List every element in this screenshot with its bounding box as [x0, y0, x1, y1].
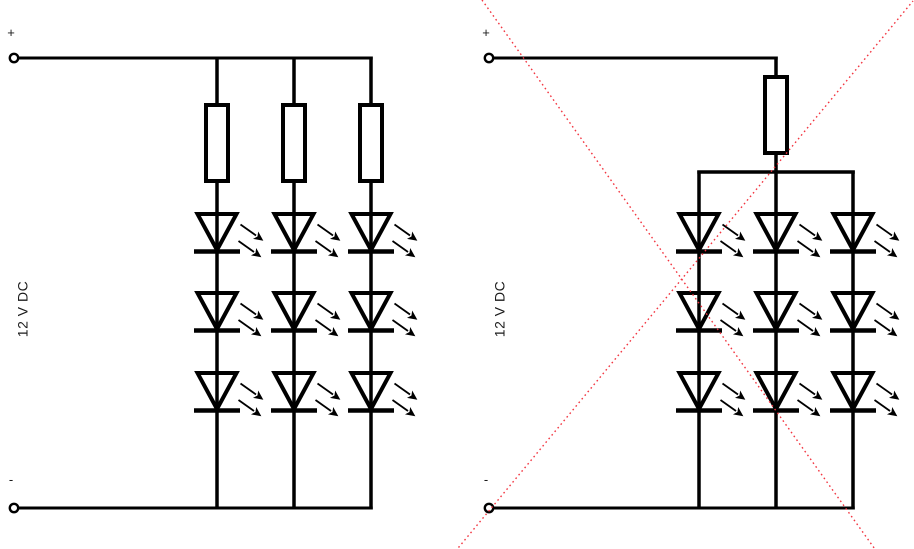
- supply-voltage-label: 12 V DC: [492, 281, 508, 337]
- led-symbol: [676, 293, 738, 331]
- positive-terminal: [8, 52, 20, 64]
- negative-terminal: [8, 502, 20, 514]
- red-cross-line: [481, 0, 876, 549]
- led-symbol: [830, 214, 892, 252]
- led-symbol: [194, 214, 256, 252]
- positive-terminal: [483, 52, 495, 64]
- negative-polarity-label: -: [9, 472, 13, 487]
- led-symbol: [753, 373, 815, 411]
- led-symbol: [348, 373, 410, 411]
- negative-terminal: [483, 502, 495, 514]
- led-symbol: [348, 293, 410, 331]
- red-cross-out: [457, 0, 914, 549]
- negative-polarity-label: -: [484, 472, 488, 487]
- led-symbol: [676, 214, 738, 252]
- led-symbol: [753, 293, 815, 331]
- led-symbol: [194, 373, 256, 411]
- positive-polarity-label: +: [7, 25, 15, 40]
- led-symbol: [194, 293, 256, 331]
- resistor-symbol: [358, 103, 384, 183]
- led-symbol: [271, 293, 333, 331]
- branch-wires: [697, 170, 855, 510]
- led-grid: [194, 214, 410, 411]
- led-symbol: [271, 214, 333, 252]
- led-grid: [676, 214, 892, 411]
- led-symbol: [830, 373, 892, 411]
- led-symbol: [271, 373, 333, 411]
- circuit-incorrect-shared-resistor: + - 12 V DC: [482, 25, 892, 514]
- led-symbol: [348, 214, 410, 252]
- red-cross-line: [457, 0, 914, 548]
- supply-voltage-label: 12 V DC: [15, 281, 31, 337]
- led-symbol: [830, 293, 892, 331]
- resistor-symbol: [204, 103, 230, 183]
- led-symbol: [753, 214, 815, 252]
- resistor-symbol: [763, 75, 789, 155]
- circuit-correct-parallel-resistors: + - 12 V DC: [7, 25, 410, 514]
- resistor-symbol: [281, 103, 307, 183]
- positive-polarity-label: +: [482, 25, 490, 40]
- led-symbol: [676, 373, 738, 411]
